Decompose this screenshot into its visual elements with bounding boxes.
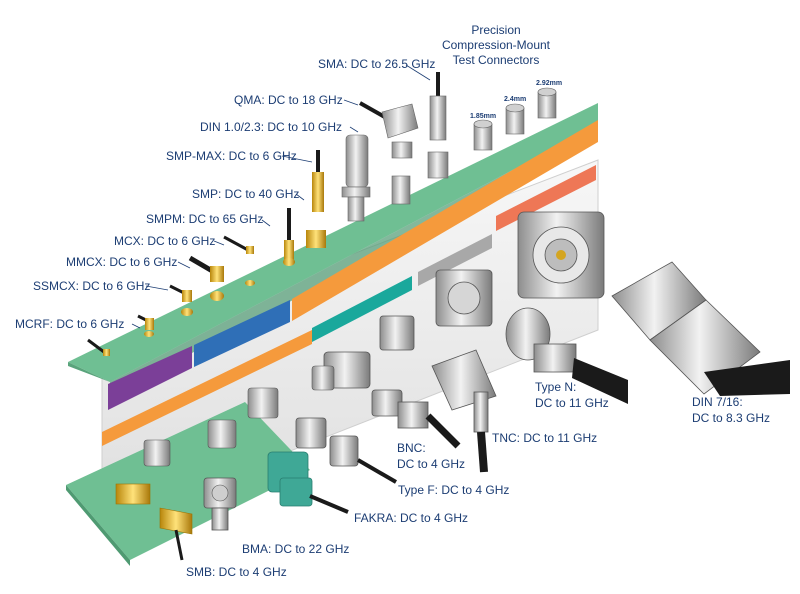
label-mmcx: MMCX: DC to 6 GHz xyxy=(66,255,177,269)
label-mcx: MCX: DC to 6 GHz xyxy=(114,234,215,248)
smp-connector xyxy=(283,208,295,266)
label-qma: QMA: DC to 18 GHz xyxy=(234,93,343,107)
label-bnc-line1: BNC: xyxy=(397,441,426,455)
leader-lines xyxy=(131,64,431,329)
sma-connector xyxy=(427,72,449,179)
smb-connector xyxy=(115,483,193,561)
din-716-cable-connector xyxy=(611,261,790,396)
precision-1-85mm-connector xyxy=(473,119,493,151)
label-bma: BMA: DC to 22 GHz xyxy=(242,542,349,556)
precision-2-4mm-connector xyxy=(505,103,525,135)
din-716-flange xyxy=(517,211,605,299)
label-type-n-line2: DC to 11 GHz xyxy=(535,396,609,410)
mcx-connector xyxy=(188,255,255,301)
label-bnc-line2: DC to 4 GHz xyxy=(397,457,465,471)
type-f-connector xyxy=(295,417,398,484)
ssmcx-connector xyxy=(137,314,154,337)
label-fakra: FAKRA: DC to 4 GHz xyxy=(354,511,468,525)
panel-small-parts xyxy=(143,365,335,467)
precision-heading-line2: Compression-Mount xyxy=(442,38,551,52)
top-pcb-board xyxy=(68,103,598,410)
type-n-cable-connector xyxy=(505,307,628,404)
fakra-connector xyxy=(267,451,349,514)
size-label-2-4mm: 2.4mm xyxy=(504,96,526,103)
label-smb: SMB: DC to 4 GHz xyxy=(186,565,287,579)
label-din-10-23: DIN 1.0/2.3: DC to 10 GHz xyxy=(200,120,342,134)
bma-connector xyxy=(203,477,237,531)
size-label-1-85mm: 1.85mm xyxy=(470,113,496,120)
label-din-716-line1: DIN 7/16: xyxy=(692,395,743,409)
bnc-connector xyxy=(323,351,461,449)
label-tnc: TNC: DC to 11 GHz xyxy=(492,431,597,445)
label-sma: SMA: DC to 26.5 GHz xyxy=(318,57,435,71)
label-smpm: SMPM: DC to 65 GHz xyxy=(146,212,263,226)
label-type-n-line1: Type N: xyxy=(535,380,576,394)
tnc-connector xyxy=(379,315,497,473)
smp-max-connector xyxy=(306,150,326,248)
precision-heading-line3: Test Connectors xyxy=(453,53,540,67)
qma-connector xyxy=(359,101,419,205)
precision-2-92mm-connector xyxy=(537,87,557,119)
blue-band xyxy=(194,300,290,367)
purple-band xyxy=(108,346,192,410)
mcrf-connector xyxy=(87,338,110,356)
label-smp: SMP: DC to 40 GHz xyxy=(192,187,299,201)
precision-heading-line1: Precision xyxy=(471,23,520,37)
label-din-716-line2: DC to 8.3 GHz xyxy=(692,411,770,425)
label-ssmcx: SSMCX: DC to 6 GHz xyxy=(33,279,150,293)
label-smp-max: SMP-MAX: DC to 6 GHz xyxy=(166,149,297,163)
bottom-pcb-board xyxy=(66,402,310,566)
mmcx-connector xyxy=(169,284,193,316)
orange-band-top xyxy=(292,120,598,321)
din-10-23-connector xyxy=(341,134,371,222)
smpm-connector xyxy=(223,235,254,254)
label-type-f: Type F: DC to 4 GHz xyxy=(398,483,509,497)
size-label-2-92mm: 2.92mm xyxy=(536,80,562,87)
type-n-flange xyxy=(435,269,493,327)
precision-heading: Precision Compression-Mount Test Connect… xyxy=(442,23,551,67)
label-mcrf: MCRF: DC to 6 GHz xyxy=(15,317,124,331)
